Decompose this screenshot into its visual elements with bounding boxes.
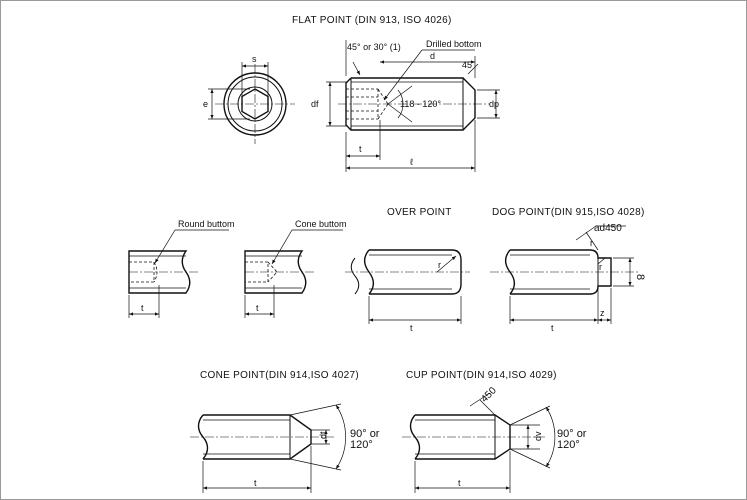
label-120-cone: 120° bbox=[350, 439, 373, 451]
over-point-view: r t bbox=[345, 249, 470, 333]
label-8: 8 bbox=[634, 274, 646, 280]
title-dog-point: DOG POINT(DIN 915,ISO 4028) bbox=[492, 207, 645, 218]
label-dt: dt bbox=[318, 431, 328, 439]
label-t-round: t bbox=[141, 303, 144, 313]
hex-socket-icon bbox=[241, 88, 269, 120]
label-dp: dp bbox=[489, 99, 499, 109]
label-angle-note: 45° or 30° (1) bbox=[347, 42, 401, 52]
label-t-dog: t bbox=[551, 323, 554, 333]
label-t-cone: t bbox=[256, 303, 259, 313]
title-over-point: OVER POINT bbox=[387, 207, 452, 218]
label-df: df bbox=[311, 99, 319, 109]
label-s: s bbox=[252, 54, 257, 64]
label-dv: dv bbox=[533, 431, 543, 441]
title-cup-point: CUP POINT(DIN 914,ISO 4029) bbox=[406, 370, 557, 381]
label-t-cup-point: t bbox=[458, 478, 461, 488]
label-r-dog-1: r bbox=[590, 238, 593, 248]
label-l: ℓ bbox=[410, 157, 414, 167]
label-z: z bbox=[600, 308, 605, 318]
label-r-dog-2: r bbox=[599, 262, 602, 272]
round-bottom-view: Round buttom t bbox=[128, 219, 235, 318]
cone-point-view: dt 90° or 120° t bbox=[190, 403, 380, 493]
dog-point-view: ad450 r r 8 t z bbox=[490, 223, 646, 333]
label-ad450: ad450 bbox=[594, 223, 622, 234]
label-drilled-bottom: Drilled bottom bbox=[426, 39, 482, 49]
label-120-cup: 120° bbox=[557, 439, 580, 451]
label-cone-bottom: Cone buttom bbox=[295, 219, 347, 229]
label-e: e bbox=[203, 99, 208, 109]
label-r-over: r bbox=[438, 260, 441, 270]
label-90-cup: 90° or bbox=[557, 428, 587, 440]
label-t-cone-point: t bbox=[254, 478, 257, 488]
label-90-cone: 90° or bbox=[350, 428, 380, 440]
label-d: d bbox=[430, 51, 435, 61]
title-flat-point: FLAT POINT (DIN 913, ISO 4026) bbox=[292, 15, 452, 26]
label-t: t bbox=[359, 144, 362, 154]
cone-bottom-view: Cone buttom t bbox=[244, 219, 347, 318]
end-view: s e bbox=[203, 54, 295, 144]
label-round-bottom: Round buttom bbox=[178, 219, 235, 229]
label-angle-118: 118 - 120° bbox=[400, 99, 441, 109]
label-t-over: t bbox=[410, 323, 413, 333]
flat-point-side-view: 118 - 120° Drilled bottom 45° or 30° (1)… bbox=[311, 39, 500, 172]
cup-point-view: 450 dv 90° or 120° t bbox=[402, 385, 587, 493]
title-cone-point: CONE POINT(DIN 914,ISO 4027) bbox=[200, 370, 359, 381]
label-angle-45: 45 bbox=[462, 60, 472, 70]
